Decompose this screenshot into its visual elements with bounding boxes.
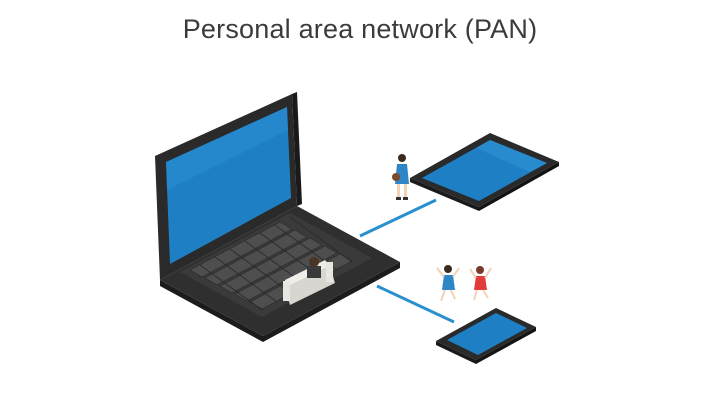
- tablet-icon: [410, 133, 559, 211]
- person-on-sofa-icon: [283, 257, 335, 305]
- person-standing-icon: [392, 154, 409, 200]
- link-laptop-phone: [376, 284, 455, 324]
- phone-icon: [436, 308, 536, 364]
- laptop-screen: [166, 107, 291, 264]
- children-jumping-icon: [436, 265, 492, 302]
- slide-title: Personal area network (PAN): [182, 14, 538, 44]
- phone-screen: [447, 313, 527, 355]
- link-laptop-tablet: [359, 198, 437, 238]
- laptop-icon: [155, 92, 400, 342]
